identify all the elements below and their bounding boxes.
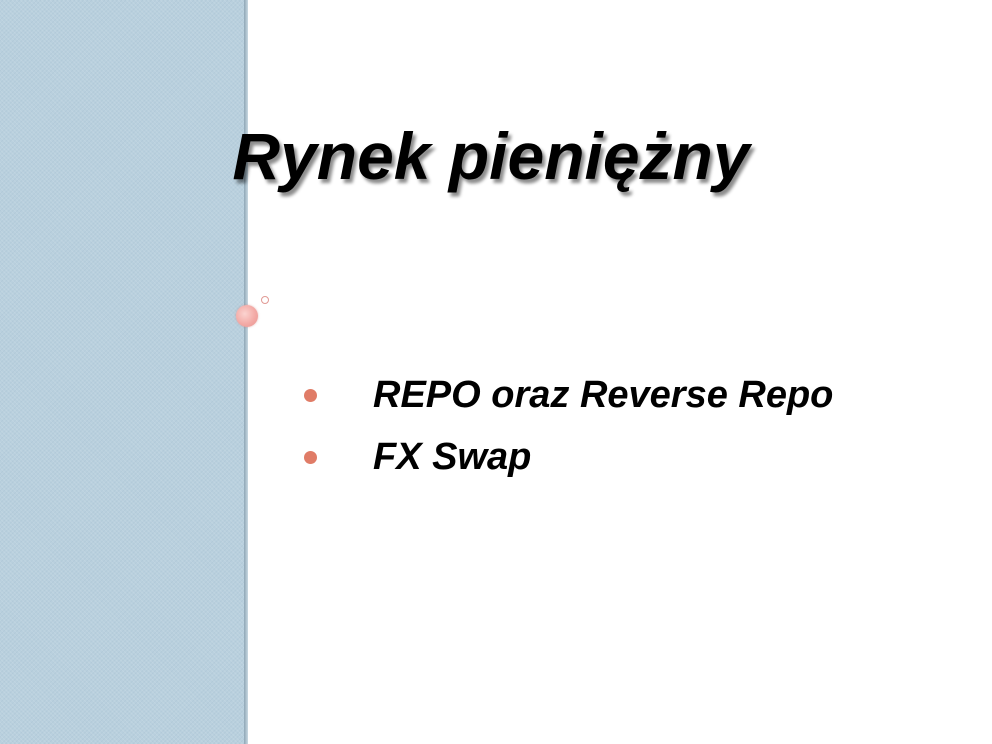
- bullet-dot-icon: [304, 450, 317, 464]
- bullet-item: REPO oraz Reverse Repo: [304, 364, 833, 426]
- bullet-text: FX Swap: [373, 435, 532, 478]
- decorative-circle-large: [236, 305, 258, 327]
- side-panel-edge: [244, 0, 248, 744]
- bullet-item: FX Swap: [304, 426, 833, 488]
- slide-title: Rynek pieniężny: [232, 119, 750, 193]
- bullet-list: REPO oraz Reverse Repo FX Swap: [304, 364, 833, 488]
- bullet-text: REPO oraz Reverse Repo: [373, 373, 834, 416]
- decorative-circle-small: [261, 296, 269, 304]
- bullet-dot-icon: [304, 388, 317, 402]
- side-panel: [0, 0, 244, 744]
